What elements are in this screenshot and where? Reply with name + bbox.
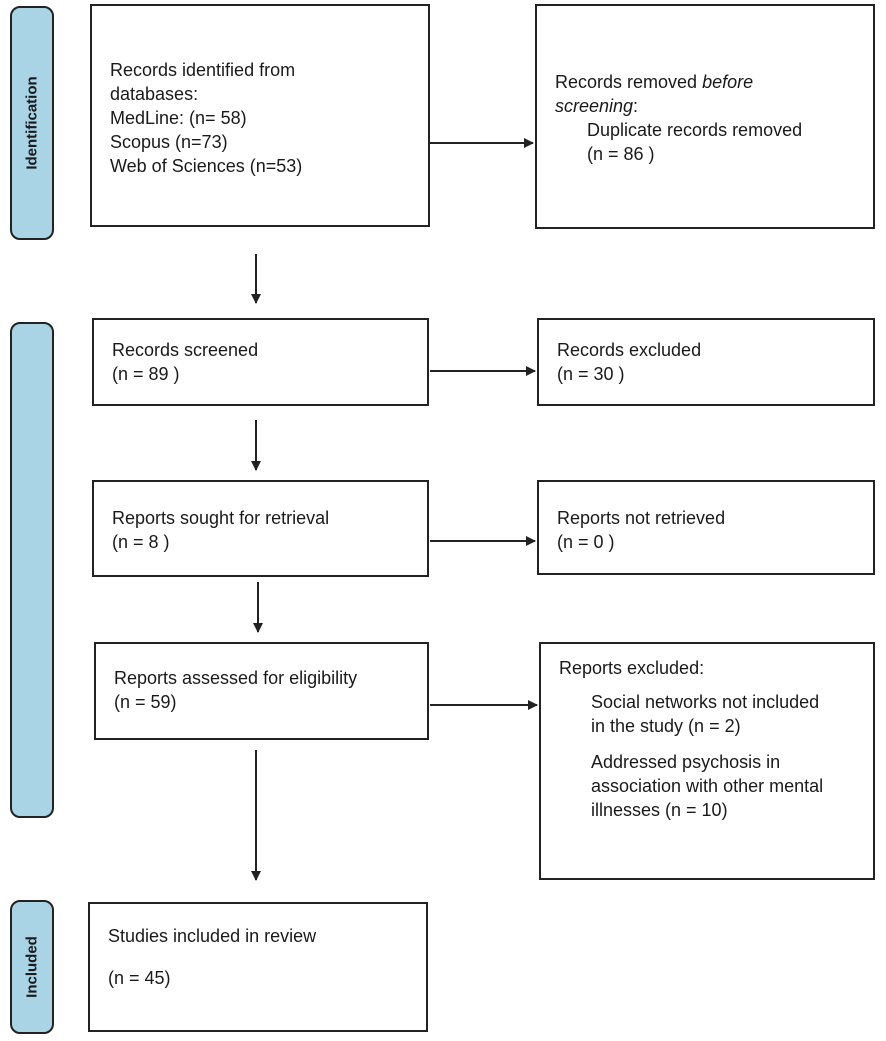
reports-assessed-count: (n = 59) xyxy=(114,692,177,712)
records-excluded-label: Records excluded xyxy=(557,340,702,360)
records-identified-box: Records identified from databases: MedLi… xyxy=(90,4,430,227)
records-identified-medline: MedLine: (n= 58) xyxy=(110,108,247,128)
studies-included-count: (n = 45) xyxy=(108,968,171,988)
studies-included-box: Studies included in review (n = 45) xyxy=(88,902,428,1032)
records-identified-line2: databases: xyxy=(110,84,199,104)
phase-screening xyxy=(10,322,54,818)
records-identified-scopus: Scopus (n=73) xyxy=(110,132,228,152)
records-screened-box: Records screened (n = 89 ) xyxy=(92,318,429,406)
reports-not-retrieved-box: Reports not retrieved (n = 0 ) xyxy=(537,480,875,575)
records-removed-prefix: Records removed xyxy=(555,72,703,92)
reports-not-retrieved-label: Reports not retrieved xyxy=(557,508,726,528)
records-removed-screening: screening xyxy=(555,96,634,116)
phase-identification: Identification xyxy=(10,6,54,240)
records-removed-before: before xyxy=(702,72,754,92)
records-screened-count: (n = 89 ) xyxy=(112,364,180,384)
records-identified-line1: Records identified from xyxy=(110,60,296,80)
exclusion-reason-2-line2: association with other mental xyxy=(591,776,824,796)
reports-assessed-label: Reports assessed for eligibility xyxy=(114,668,358,688)
reports-excluded-title: Reports excluded: xyxy=(559,658,705,678)
studies-included-label: Studies included in review xyxy=(108,926,317,946)
reports-sought-label: Reports sought for retrieval xyxy=(112,508,330,528)
records-screened-label: Records screened xyxy=(112,340,259,360)
exclusion-reason-2-line3: illnesses (n = 10) xyxy=(591,800,728,820)
exclusion-reason-1-line1: Social networks not included xyxy=(591,692,820,712)
records-removed-box: Records removed before screening: Duplic… xyxy=(535,4,875,229)
exclusion-reason-2-line1: Addressed psychosis in xyxy=(591,752,781,772)
records-removed-colon: : xyxy=(633,96,639,116)
duplicate-records-count: (n = 86 ) xyxy=(587,144,655,164)
phase-included: Included xyxy=(10,900,54,1034)
reports-excluded-box: Reports excluded: Social networks not in… xyxy=(539,642,875,880)
reports-sought-box: Reports sought for retrieval (n = 8 ) xyxy=(92,480,429,577)
reports-sought-count: (n = 8 ) xyxy=(112,532,170,552)
reports-not-retrieved-count: (n = 0 ) xyxy=(557,532,615,552)
records-identified-wos: Web of Sciences (n=53) xyxy=(110,156,303,176)
reports-assessed-box: Reports assessed for eligibility (n = 59… xyxy=(94,642,429,740)
records-removed-line2: screening: xyxy=(555,94,863,118)
duplicate-records-removed: Duplicate records removed xyxy=(587,120,803,140)
records-excluded-box: Records excluded (n = 30 ) xyxy=(537,318,875,406)
records-removed-line1: Records removed before xyxy=(555,70,863,94)
exclusion-reason-1-line2: in the study (n = 2) xyxy=(591,716,741,736)
records-excluded-count: (n = 30 ) xyxy=(557,364,625,384)
